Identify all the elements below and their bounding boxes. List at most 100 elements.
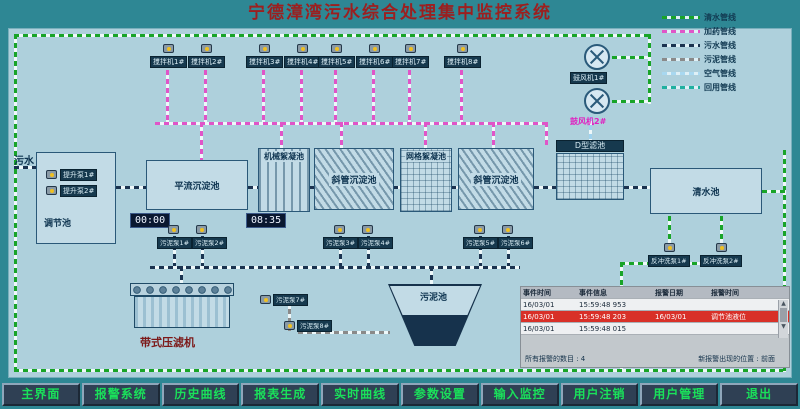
cell: 15:59:48 015 — [579, 325, 627, 333]
press-feed-pump-label: 污泥泵7# — [273, 294, 309, 306]
blower-fan-icon[interactable] — [584, 88, 610, 114]
legend-line-clearwater — [662, 16, 700, 19]
pipe — [624, 186, 650, 189]
mixer-label: 搅拌机1# — [150, 56, 188, 68]
sludge-pump-icon[interactable] — [196, 225, 207, 234]
sludge-pump-icon[interactable] — [474, 225, 485, 234]
pipe — [612, 56, 648, 59]
menu-button-realtime-curve[interactable]: 实时曲线 — [321, 383, 399, 406]
mixer-motor-icon[interactable] — [457, 44, 468, 53]
backwash-pump-icon[interactable] — [716, 243, 727, 252]
alarm-row-active[interactable]: 16/03/01 15:59:48 203 16/03/01 调节池液位 — [521, 311, 789, 323]
pipe — [288, 300, 291, 331]
lift-pump-icon[interactable] — [46, 186, 57, 195]
alarm-row[interactable]: 16/03/01 15:59:48 015 — [521, 323, 789, 335]
pipe — [166, 70, 169, 122]
menu-button-parameters[interactable]: 参数设置 — [400, 383, 479, 406]
legend-line-air — [662, 72, 700, 75]
mixer-motor-icon[interactable] — [201, 44, 212, 53]
tank-label: 斜管沉淀池 — [471, 172, 521, 186]
legend-label: 回用管线 — [704, 83, 736, 92]
cell: 16/03/01 — [655, 313, 687, 321]
mixer-label: 搅拌机6# — [356, 56, 394, 68]
press-feed-pump-icon[interactable] — [284, 321, 295, 330]
pipe — [393, 186, 401, 189]
sludge-pump-label: 污泥泵5# — [463, 237, 499, 249]
pipe — [367, 236, 370, 266]
pipe — [534, 186, 556, 189]
mixer-label: 搅拌机5# — [318, 56, 356, 68]
pipe — [340, 122, 343, 150]
page-title: 宁德漳湾污水综合处理集中监控系统 — [248, 3, 552, 23]
pipe — [173, 236, 176, 266]
pipe — [762, 190, 786, 193]
menu-button-history-curve[interactable]: 历史曲线 — [161, 383, 240, 406]
cell: 16/03/01 — [523, 301, 555, 309]
menu-button-main[interactable]: 主界面 — [2, 383, 80, 406]
alarm-scrollbar[interactable]: ▲▼ — [778, 300, 788, 338]
pipe — [451, 186, 459, 189]
pipe — [180, 266, 183, 284]
backwash-pump-icon[interactable] — [664, 243, 675, 252]
menu-button-input-monitor[interactable]: 输入监控 — [480, 383, 559, 406]
cell — [653, 299, 709, 310]
mixer-motor-icon[interactable] — [259, 44, 270, 53]
pipe — [248, 186, 258, 189]
sludge-pump-icon[interactable] — [168, 225, 179, 234]
column-header: 事件时间 — [523, 289, 551, 297]
pipe — [155, 122, 547, 125]
menu-button-user-manage[interactable]: 用户管理 — [640, 383, 719, 406]
alarm-row[interactable]: 16/03/01 15:59:48 953 — [521, 299, 789, 311]
pipe — [783, 150, 786, 372]
cell — [709, 323, 773, 334]
press-feed-pump-label: 污泥泵8# — [297, 320, 333, 332]
bottom-menu: 主界面 报警系统 历史曲线 报表生成 实时曲线 参数设置 输入监控 用户注销 用… — [0, 381, 800, 408]
alarm-count: 所有报警的数目 : 4 — [525, 355, 586, 363]
pipe — [201, 236, 204, 266]
menu-button-exit[interactable]: 退出 — [720, 383, 798, 406]
sludge-pump-icon[interactable] — [502, 225, 513, 234]
column-header: 报警日期 — [655, 289, 683, 297]
sludge-pump-icon[interactable] — [362, 225, 373, 234]
tank-regulation-label: 调节池 — [44, 219, 72, 229]
blower-fan-icon[interactable] — [584, 44, 610, 70]
mixer-motor-icon[interactable] — [331, 44, 342, 53]
pipe — [309, 186, 315, 189]
pipe — [262, 70, 265, 122]
mixer-motor-icon[interactable] — [163, 44, 174, 53]
pipe — [612, 100, 648, 103]
pipe — [14, 166, 36, 169]
backwash-pump-label: 反冲洗泵2# — [700, 255, 742, 267]
tank-inclined-sedimentation-1: 斜管沉淀池 — [314, 148, 394, 210]
sludge-pump-icon[interactable] — [334, 225, 345, 234]
sludge-pump-label: 污泥泵2# — [192, 237, 228, 249]
belt-press-body — [134, 296, 230, 328]
legend-label: 清水管线 — [704, 13, 736, 22]
lift-pump-icon[interactable] — [46, 170, 57, 179]
pipe — [668, 216, 671, 244]
cell — [653, 323, 709, 334]
cell: 调节池液位 — [711, 313, 746, 321]
tank-label: 机械絮凝池 — [263, 151, 305, 162]
menu-button-alarm-system[interactable]: 报警系统 — [81, 383, 160, 406]
pipe — [545, 122, 548, 145]
cell — [709, 299, 773, 310]
mixer-motor-icon[interactable] — [405, 44, 416, 53]
pipe — [372, 70, 375, 122]
menu-button-report[interactable]: 报表生成 — [241, 383, 320, 406]
press-feed-pump-icon[interactable] — [260, 295, 271, 304]
lift-pump-label: 提升泵2# — [60, 185, 98, 197]
legend-line-sewage — [662, 44, 700, 47]
menu-button-user-logout[interactable]: 用户注销 — [560, 383, 639, 406]
pipe — [300, 70, 303, 122]
cell: 16/03/01 — [523, 325, 555, 333]
pipe — [408, 70, 411, 122]
tank-label: 网格絮凝池 — [405, 151, 447, 162]
alarm-table: 事件时间 事件信息 报警日期 报警时间 16/03/01 15:59:48 95… — [520, 286, 790, 368]
mixer-motor-icon[interactable] — [297, 44, 308, 53]
tank-label: 平流沉淀池 — [174, 181, 220, 192]
mixer-label: 搅拌机3# — [246, 56, 284, 68]
cell: 16/03/01 — [523, 313, 555, 321]
mixer-motor-icon[interactable] — [369, 44, 380, 53]
legend-label: 污水管线 — [704, 41, 736, 50]
